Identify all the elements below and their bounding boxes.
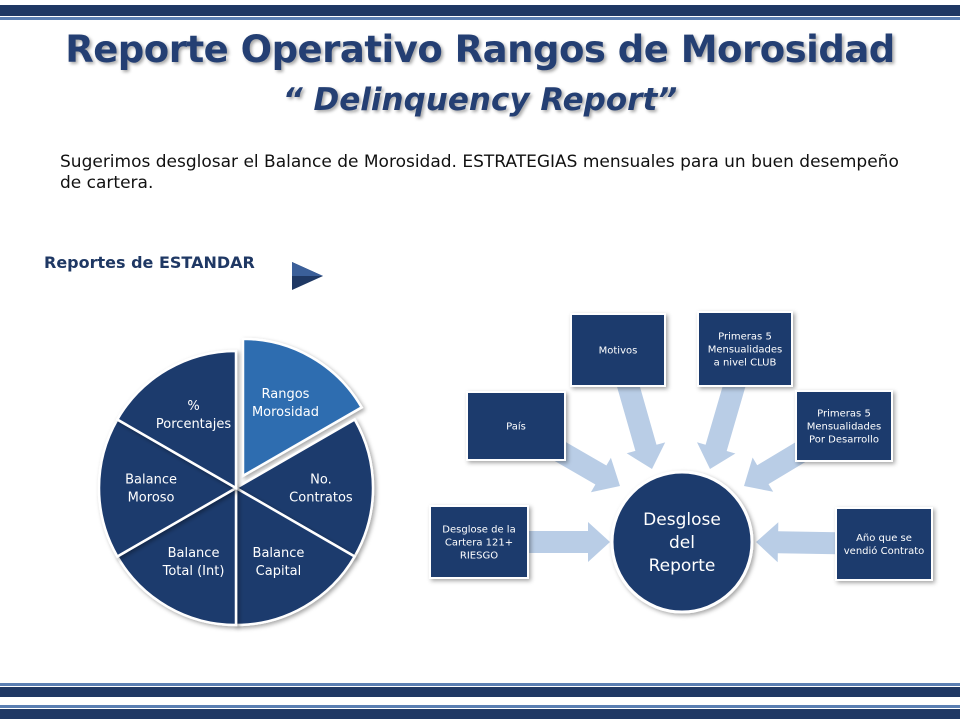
arrow-ano-contrato [756,522,852,563]
pie-segment-no-contratos[interactable] [233,417,375,559]
pie-segment-balance-moroso[interactable] [97,417,239,559]
pie-label-rangos-morosidad-line: Morosidad [252,405,319,420]
reports-label: Reportes de ESTANDAR [44,253,255,272]
pie-label-no-contratos-line: Contratos [289,491,353,506]
pie-segment-balance-capital[interactable] [234,485,357,627]
pie-label-balance-total-line: Total (Int) [162,564,225,579]
box-label-primeras-club-line: Mensualidades [708,345,783,356]
pie-segment-balance-total[interactable] [115,485,238,627]
pie-segment-porcentajes[interactable] [115,349,238,491]
pie-label-balance-moroso-line: Balance [125,473,177,488]
pie-label-rangos-morosidad-line: Rangos [262,387,310,402]
pie-label-porcentajes-line: Porcentajes [156,417,231,432]
arrow-motivos [616,378,666,469]
box-pais[interactable] [466,391,566,461]
pie-label-balance-total-line: Balance [168,546,220,561]
box-ano-contrato[interactable] [835,507,933,581]
pie-label-no-contratos-line: No. [310,473,332,488]
box-label-desglose-cartera-line: RIESGO [460,551,498,562]
box-primeras-desarrollo[interactable] [795,390,893,462]
hub-circle[interactable] [610,470,754,614]
pie-label-balance-capital-line: Capital [256,564,302,579]
box-label-desglose-cartera-line: Cartera 121+ [445,538,513,549]
box-label-primeras-desarrollo-line: Primeras 5 [817,409,871,420]
pie-label-balance-moroso-line: Moroso [128,491,175,506]
top-bar-dark [0,5,960,16]
hub-label-line: del [669,533,695,553]
arrow-primeras-club [697,377,747,469]
pie-label-porcentajes-line: % [187,399,199,414]
pie-label-balance-capital-line: Balance [253,546,305,561]
pie-chart: RangosMorosidadNo.ContratosBalanceCapita… [97,337,375,627]
box-desglose-cartera[interactable] [429,505,529,579]
page-title: Reporte Operativo Rangos de Morosidad [65,28,895,71]
arrow-desglose-cartera [511,522,610,562]
page-subtitle-english: “ Delinquency Report” [282,82,678,118]
box-label-primeras-desarrollo-line: Por Desarrollo [809,435,879,446]
bottom-bar-light-2 [0,705,960,708]
box-label-ano-contrato-line: vendió Contrato [844,545,924,557]
box-label-pais-line: País [506,421,526,433]
top-bar-light [0,17,960,20]
bottom-bar-dark-2 [0,709,960,719]
arrows [511,377,852,563]
box-label-primeras-club-line: a nivel CLUB [714,358,777,369]
box-primeras-club[interactable] [697,311,793,387]
box-label-primeras-desarrollo-line: Mensualidades [807,422,882,433]
bottom-bar-dark [0,687,960,697]
box-label-desglose-cartera-line: Desglose de la [442,525,515,536]
hub-label-line: Reporte [649,556,716,576]
box-label-ano-contrato-line: Año que se [856,533,912,544]
hub-diagram: Desglose de la Cartera 121+ RIESGO País Moti… [429,311,933,614]
box-label-primeras-club-line: Primeras 5 [718,332,772,343]
bottom-bar-light [0,683,960,686]
description-text: Sugerimos desglosar el Balance de Morosi… [60,152,899,193]
box-motivos[interactable] [570,313,666,387]
play-icon[interactable] [290,260,326,292]
hub-label-line: Desglose [643,510,721,530]
pie-segment-rangos-morosidad[interactable] [241,337,364,479]
box-label-motivos-line: Motivos [599,346,638,357]
